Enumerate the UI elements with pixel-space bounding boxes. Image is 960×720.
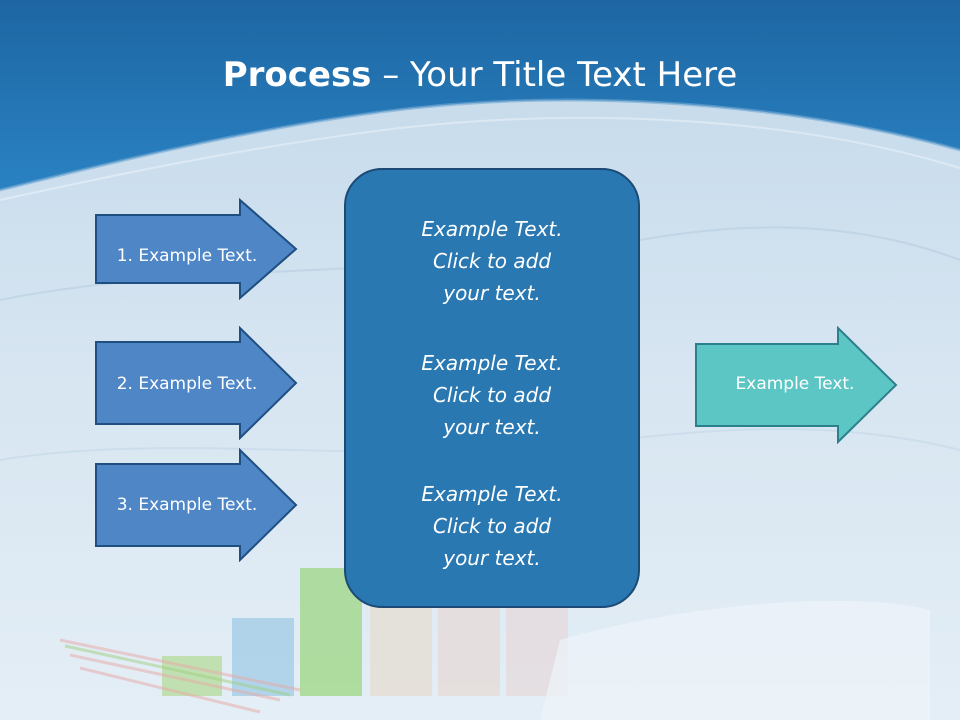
center-block-2-line-1: Example Text.	[421, 351, 563, 375]
bg-bar	[370, 596, 432, 696]
slide-title: Process – Your Title Text Here	[0, 52, 960, 98]
right-arrow[interactable]	[694, 326, 900, 444]
title-rest: – Your Title Text Here	[371, 55, 738, 95]
center-text-block-2[interactable]: Example Text. Click to add your text.	[344, 347, 640, 443]
center-block-2-line-3: your text.	[443, 415, 541, 439]
left-arrow-1[interactable]	[94, 198, 300, 300]
left-arrow-2[interactable]	[94, 326, 300, 440]
header-band	[0, 0, 960, 190]
left-arrow-1-label: 1. Example Text.	[116, 246, 258, 266]
center-block-3-line-3: your text.	[443, 546, 541, 570]
title-bold: Process	[222, 55, 372, 95]
center-block-1-line-3: your text.	[443, 281, 541, 305]
center-text-block-3[interactable]: Example Text. Click to add your text.	[344, 478, 640, 574]
left-arrow-3-label: 3. Example Text.	[116, 495, 258, 515]
center-block-1-line-1: Example Text.	[421, 217, 563, 241]
center-block-3-line-1: Example Text.	[421, 482, 563, 506]
center-content-box[interactable]	[344, 168, 640, 608]
center-text-block-1[interactable]: Example Text. Click to add your text.	[344, 213, 640, 309]
center-block-3-line-2: Click to add	[432, 514, 552, 538]
right-arrow-label: Example Text.	[735, 374, 855, 394]
center-block-1-line-2: Click to add	[432, 249, 552, 273]
center-block-2-line-2: Click to add	[432, 383, 552, 407]
left-arrow-3[interactable]	[94, 448, 300, 562]
bg-bar	[438, 604, 500, 696]
left-arrow-2-label: 2. Example Text.	[116, 374, 258, 394]
